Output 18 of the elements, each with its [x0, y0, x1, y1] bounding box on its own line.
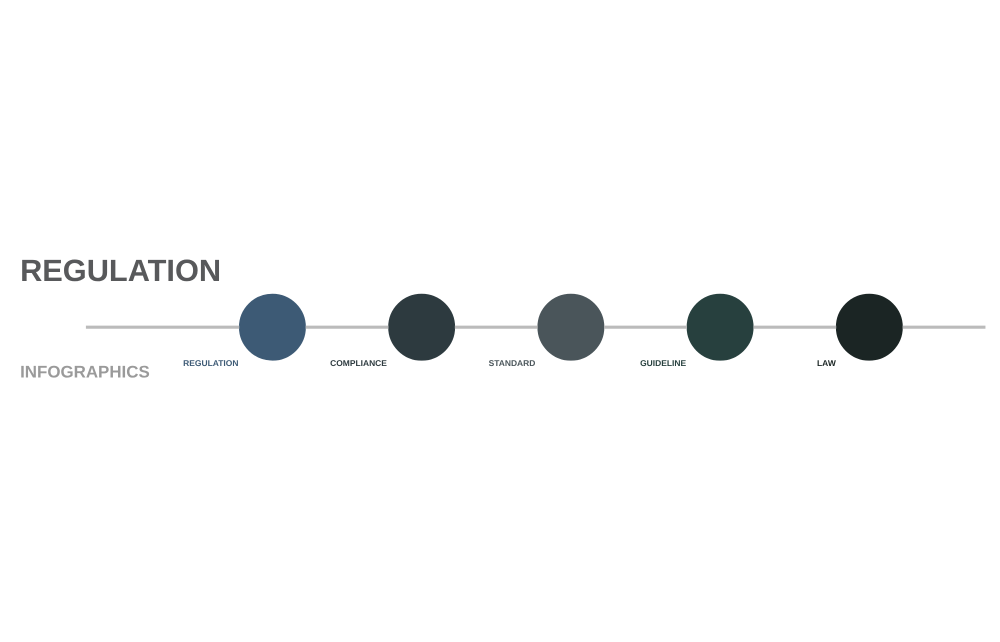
connector: [86, 326, 240, 329]
connector: [306, 326, 389, 329]
connector: [454, 326, 538, 329]
node-label: REGULATION: [183, 358, 238, 368]
node-circle: [238, 294, 306, 361]
node-circle: [836, 294, 903, 361]
node-label: GUIDELINE: [640, 358, 686, 368]
connector: [753, 326, 836, 329]
connector: [902, 326, 986, 329]
node-circle: [537, 294, 604, 361]
connector: [604, 326, 687, 329]
label: INFOGRAPHICS: [20, 362, 150, 382]
node-label: STANDARD: [488, 358, 536, 368]
diagram-title: REGULATION: [20, 253, 222, 288]
node-circle: [686, 294, 754, 361]
node-label: LAW: [817, 358, 836, 368]
node-label: COMPLIANCE: [330, 358, 387, 368]
node-circle: [388, 294, 456, 361]
